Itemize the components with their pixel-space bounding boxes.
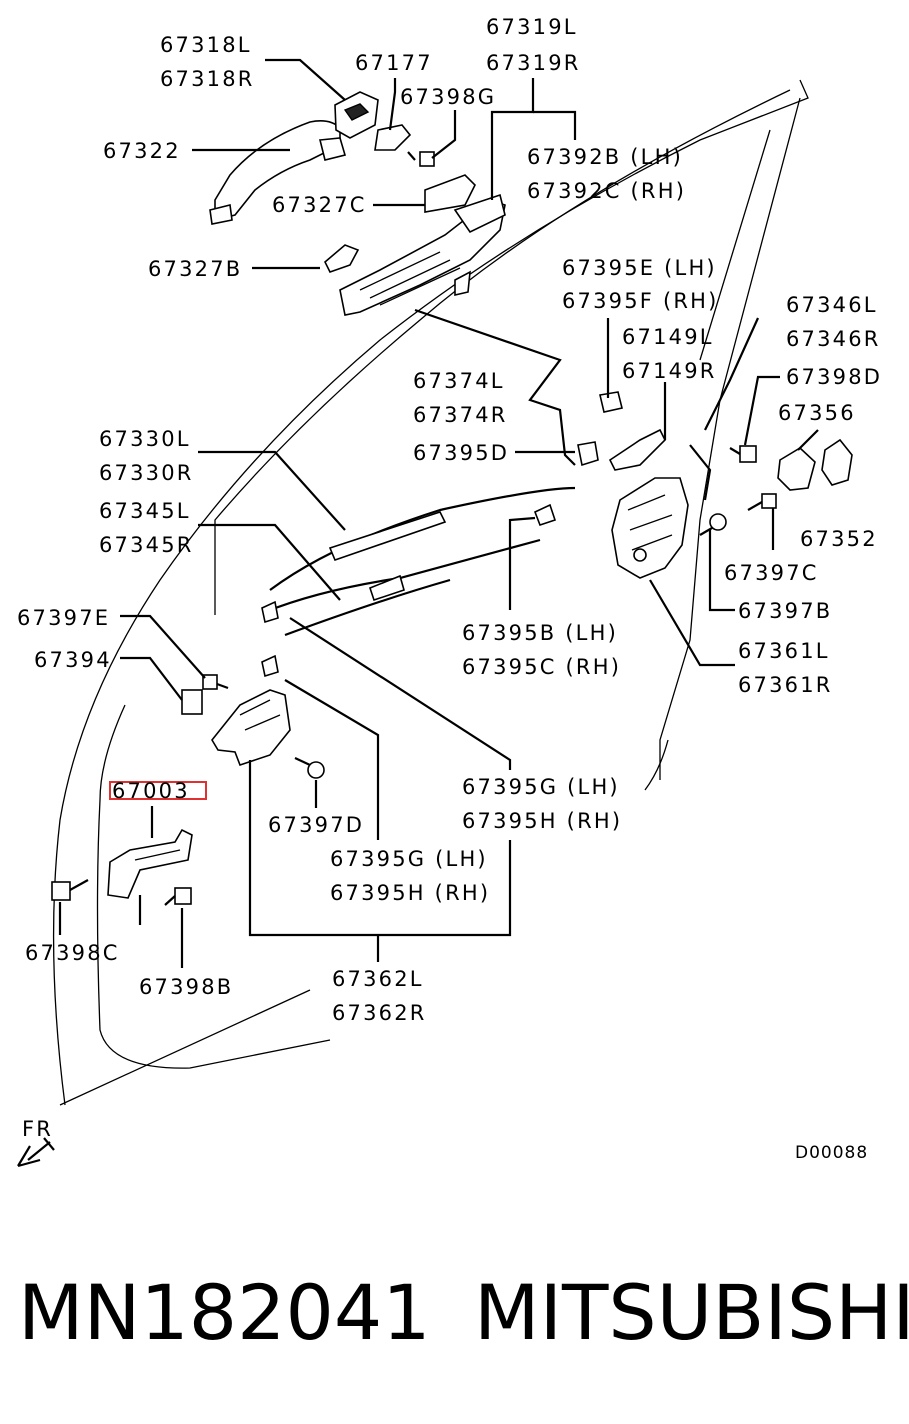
bolt-67398d (729, 445, 757, 463)
label-67395b: 67395B (LH) (462, 621, 618, 645)
handle-frame (339, 193, 506, 316)
footer: MN182041 MITSUBISHI (18, 1268, 909, 1378)
leader-lines (58, 58, 819, 968)
rod-67374 (414, 308, 576, 466)
label-67352: 67352 (800, 527, 878, 551)
front-arrow-icon (17, 1137, 55, 1168)
label-67392b: 67392B (LH) (527, 145, 683, 169)
label-67356: 67356 (778, 401, 856, 425)
label-67345l: 67345L (99, 499, 191, 523)
label-fr: FR (22, 1117, 53, 1141)
label-67395g-upper: 67395G (LH) (462, 775, 620, 799)
cable-clip-upper (261, 600, 279, 624)
label-67345r: 67345R (99, 533, 194, 557)
door-outline (52, 79, 809, 1106)
door-checker (107, 828, 193, 899)
label-67318r: 67318R (160, 67, 255, 91)
part-67394 (181, 689, 203, 715)
lever-67149 (608, 428, 666, 471)
label-67003: 67003 (112, 779, 190, 803)
screw-67397c (747, 493, 777, 511)
label-67392c: 67392C (RH) (527, 179, 686, 203)
label-67177: 67177 (355, 51, 433, 75)
label-67149l: 67149L (622, 325, 714, 349)
part-67352 (821, 438, 853, 486)
label-67395f: 67395F (RH) (562, 289, 719, 313)
cable-clip-lower (261, 654, 279, 678)
clip-67398g (374, 124, 412, 151)
brand-name: MITSUBISHI (474, 1268, 909, 1357)
outside-handle (209, 91, 379, 225)
label-67327c: 67327C (272, 193, 367, 217)
label-67398c: 67398C (25, 941, 120, 965)
screw-67397d (294, 757, 325, 779)
bolt-67398g (407, 151, 435, 167)
label-67346r: 67346R (786, 327, 881, 351)
label-67395c: 67395C (RH) (462, 655, 621, 679)
part-number: MN182041 (18, 1268, 431, 1357)
label-67374r: 67374R (413, 403, 508, 427)
label-67398d: 67398D (786, 365, 882, 389)
gasket-67327b (324, 244, 360, 273)
screw-67397b (699, 513, 727, 536)
inside-handle (211, 689, 291, 767)
label-67362r: 67362R (332, 1001, 427, 1025)
label-67397b: 67397B (738, 599, 832, 623)
cables (264, 486, 576, 637)
label-67361l: 67361L (738, 639, 830, 663)
label-67327b: 67327B (148, 257, 242, 281)
label-67395h-upper: 67395H (RH) (462, 809, 622, 833)
label-67330l: 67330L (99, 427, 191, 451)
label-67397c: 67397C (724, 561, 819, 585)
gasket-67327c (424, 174, 476, 213)
label-67397d: 67397D (268, 813, 364, 837)
label-67395g-lower: 67395G (LH) (330, 847, 488, 871)
part-67356 (777, 447, 816, 491)
clip-67395b (533, 503, 557, 527)
label-67395h-lower: 67395H (RH) (330, 881, 490, 905)
bolt-67398b (164, 887, 192, 906)
label-67318l: 67318L (160, 33, 252, 57)
label-67398b: 67398B (139, 975, 233, 999)
parts-diagram: 67318L 67318R 67177 67319L 67319R 67398G… (17, 15, 882, 1168)
label-67346l: 67346L (786, 293, 878, 317)
bolt-67398c (51, 879, 89, 901)
diagram-code: D00088 (795, 1143, 868, 1163)
label-67398g: 67398G (400, 85, 496, 109)
label-67394: 67394 (34, 648, 112, 672)
highlight-box-67003 (109, 781, 207, 800)
callout-labels: 67318L 67318R 67177 67319L 67319R 67398G… (17, 15, 882, 1163)
label-67374l: 67374L (413, 369, 505, 393)
clip-67395e (599, 391, 623, 413)
label-67319r: 67319R (486, 51, 581, 75)
holder-67395d (577, 441, 599, 467)
label-67397e: 67397E (17, 606, 110, 630)
spring-67346 (689, 444, 712, 501)
label-67319l: 67319L (486, 15, 578, 39)
label-67149r: 67149R (622, 359, 717, 383)
label-67361r: 67361R (738, 673, 833, 697)
label-67362l: 67362L (332, 967, 424, 991)
latch-assembly (611, 477, 689, 579)
label-67330r: 67330R (99, 461, 194, 485)
label-67322: 67322 (103, 139, 181, 163)
label-67395d: 67395D (413, 441, 509, 465)
screw-67397e (202, 674, 229, 690)
label-67395e: 67395E (LH) (562, 256, 717, 280)
